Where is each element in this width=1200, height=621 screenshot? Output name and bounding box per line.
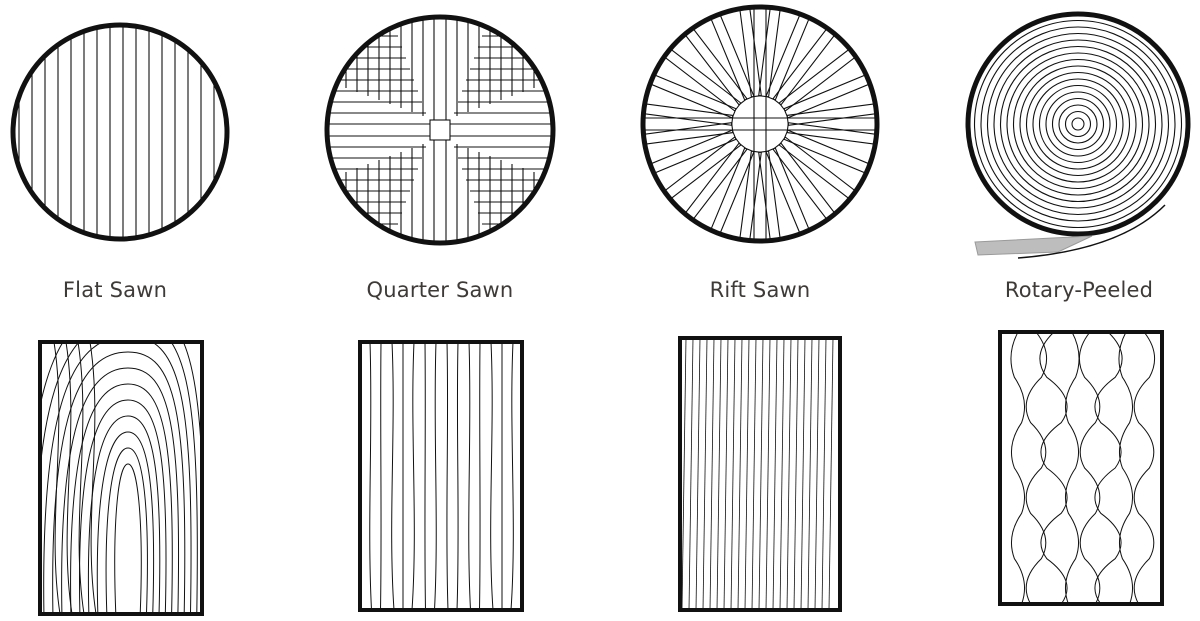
flat-sawn-log-icon (10, 22, 230, 242)
quarter-sawn-grain-icon (358, 340, 524, 612)
label-rotary-peeled: Rotary-Peeled (1004, 278, 1154, 302)
label-quarter-sawn: Quarter Sawn (366, 278, 514, 302)
rift-sawn-log-icon (640, 4, 880, 244)
board-grain-panels (38, 330, 1164, 616)
rotary-peeled-log-icon (965, 11, 1191, 259)
flat-sawn-grain-icon (38, 340, 204, 616)
quarter-sawn-log-icon (324, 14, 556, 246)
label-flat-sawn: Flat Sawn (62, 278, 168, 302)
rotary-peeled-grain-icon (998, 330, 1164, 606)
label-rift-sawn: Rift Sawn (709, 278, 811, 302)
rift-sawn-grain-icon (678, 336, 842, 612)
log-cross-sections (10, 4, 1191, 259)
